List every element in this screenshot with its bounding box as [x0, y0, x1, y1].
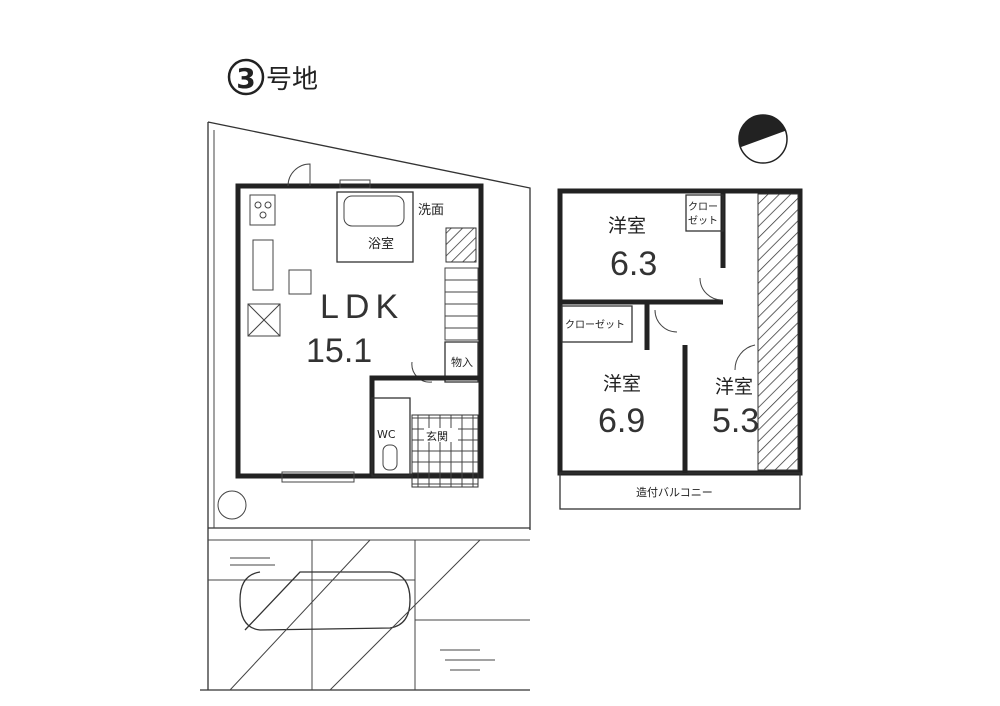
- storage-label: 物入: [451, 355, 473, 369]
- closet-b: [561, 305, 633, 343]
- room-c-label: 洋室: [715, 376, 753, 398]
- room-c-size: 5.3: [712, 402, 759, 440]
- ldk-label: LDK: [320, 288, 404, 326]
- fridge-space: [247, 303, 281, 337]
- closet-b-label: クローゼット: [565, 319, 625, 331]
- window: [281, 471, 355, 483]
- washroom-label: 洗面: [418, 203, 444, 218]
- compass-icon: [738, 114, 788, 164]
- stairs-1f: [444, 267, 479, 341]
- room-a-size: 6.3: [610, 245, 657, 283]
- closet-a-line1: クロー: [688, 201, 718, 213]
- closet-a: [685, 194, 724, 232]
- vent-icon: [288, 269, 312, 295]
- bathtub-icon: [343, 195, 405, 227]
- bathroom-label: 浴室: [368, 236, 394, 252]
- room-a-label: 洋室: [608, 215, 646, 237]
- sink-icon: [252, 239, 274, 291]
- floor2-plan: 造付バルコニー クロー ゼット クローゼット 洋室 6.3 洋室 6.9 洋室 …: [557, 188, 803, 510]
- car-icon: [239, 571, 411, 631]
- balcony: [559, 472, 801, 510]
- entrance-tiles: [411, 414, 479, 488]
- lot-number-circle: [227, 58, 265, 96]
- closet-a-line2: ゼット: [688, 215, 718, 227]
- ldk-size: 15.1: [306, 332, 372, 370]
- bathroom: [336, 191, 414, 263]
- stairwell-hatch: [757, 193, 799, 471]
- site-boundary: [200, 121, 531, 691]
- floor1-plan: 浴室 洗面 LDK 15.1 物入 WC 玄関: [217, 163, 484, 520]
- balcony-label: 造付バルコニー: [636, 485, 713, 499]
- wc-room: [371, 397, 411, 477]
- lot-suffix: 号地: [266, 65, 318, 95]
- entrance-label: 玄関: [426, 429, 448, 443]
- lot-number: 3: [236, 62, 255, 95]
- tree-icon: [217, 490, 247, 520]
- toilet-icon: [382, 444, 398, 471]
- wc-label: WC: [377, 428, 396, 441]
- storage-hatch: [445, 227, 477, 263]
- room-b-label: 洋室: [603, 373, 641, 395]
- lot-title: 3 号地: [227, 58, 318, 96]
- storage-closet: [444, 341, 479, 383]
- room-b-size: 6.9: [598, 402, 645, 440]
- stove-icon: [249, 194, 276, 226]
- parking-area: [208, 539, 530, 691]
